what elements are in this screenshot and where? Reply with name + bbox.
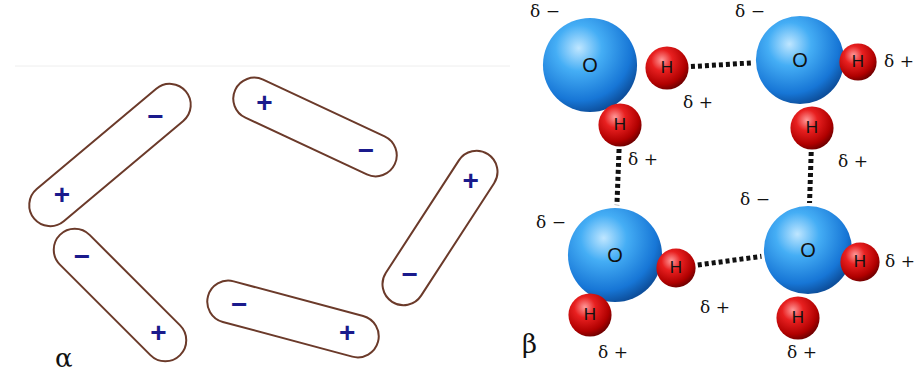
atom-symbol: O <box>607 244 623 267</box>
hydrogen-atom: H <box>656 248 696 288</box>
dipole-capsule: +− <box>225 69 405 184</box>
oxygen-atom: O <box>755 15 845 105</box>
charge-sign: + <box>462 167 478 195</box>
faint-rule <box>15 66 510 67</box>
hydrogen-atom: H <box>776 296 820 340</box>
atom-symbol: H <box>661 58 673 78</box>
hydrogen-atom: H <box>790 106 834 150</box>
hydrogen-atom: H <box>840 242 880 282</box>
partial-charge: δ − <box>536 213 566 232</box>
charge-sign: − <box>231 291 247 319</box>
hydrogen-atom: H <box>839 43 877 81</box>
atom-symbol: H <box>806 118 818 138</box>
partial-charge: δ + <box>787 343 817 362</box>
partial-charge: δ + <box>683 93 713 112</box>
hydrogen-atom: H <box>568 293 612 337</box>
hydrogen-atom: H <box>598 103 642 147</box>
dipole-capsule: −+ <box>19 74 200 236</box>
hydrogen-bond <box>698 256 762 265</box>
charge-sign: − <box>402 261 418 289</box>
oxygen-atom: O <box>763 205 853 295</box>
atom-symbol: H <box>584 305 596 325</box>
partial-charge: δ − <box>530 2 560 21</box>
charge-sign: + <box>54 181 70 209</box>
charge-sign: + <box>339 319 355 347</box>
partial-charge: δ + <box>885 252 915 271</box>
oxygen-atom: O <box>567 207 663 303</box>
partial-charge: δ + <box>700 298 730 317</box>
charge-sign: − <box>74 243 90 271</box>
panel-letter: α <box>55 344 73 373</box>
oxygen-atom: O <box>542 17 638 113</box>
atom-symbol: O <box>582 54 598 77</box>
partial-charge: δ + <box>628 150 658 169</box>
partial-charge: δ − <box>735 2 765 21</box>
atom-symbol: H <box>614 115 626 135</box>
dipole-capsule: −+ <box>201 275 384 364</box>
charge-sign: + <box>257 89 273 117</box>
partial-charge: δ + <box>838 152 868 171</box>
partial-charge: δ + <box>884 52 914 71</box>
hydrogen-bond <box>691 63 753 67</box>
hydrogen-bond <box>810 152 812 203</box>
atom-symbol: H <box>792 308 804 328</box>
atom-symbol: H <box>852 52 864 72</box>
hydrogen-atom: H <box>645 46 689 90</box>
charge-sign: − <box>147 103 163 131</box>
partial-charge: δ − <box>740 190 770 209</box>
atom-symbol: H <box>854 252 866 272</box>
atom-symbol: H <box>670 258 682 278</box>
panel-letter: β <box>522 330 537 359</box>
partial-charge: δ + <box>598 343 628 362</box>
charge-sign: − <box>357 137 373 165</box>
hydrogen-bond <box>617 149 619 205</box>
atom-symbol: O <box>800 239 816 262</box>
atom-symbol: O <box>792 49 808 72</box>
charge-sign: + <box>150 319 166 347</box>
